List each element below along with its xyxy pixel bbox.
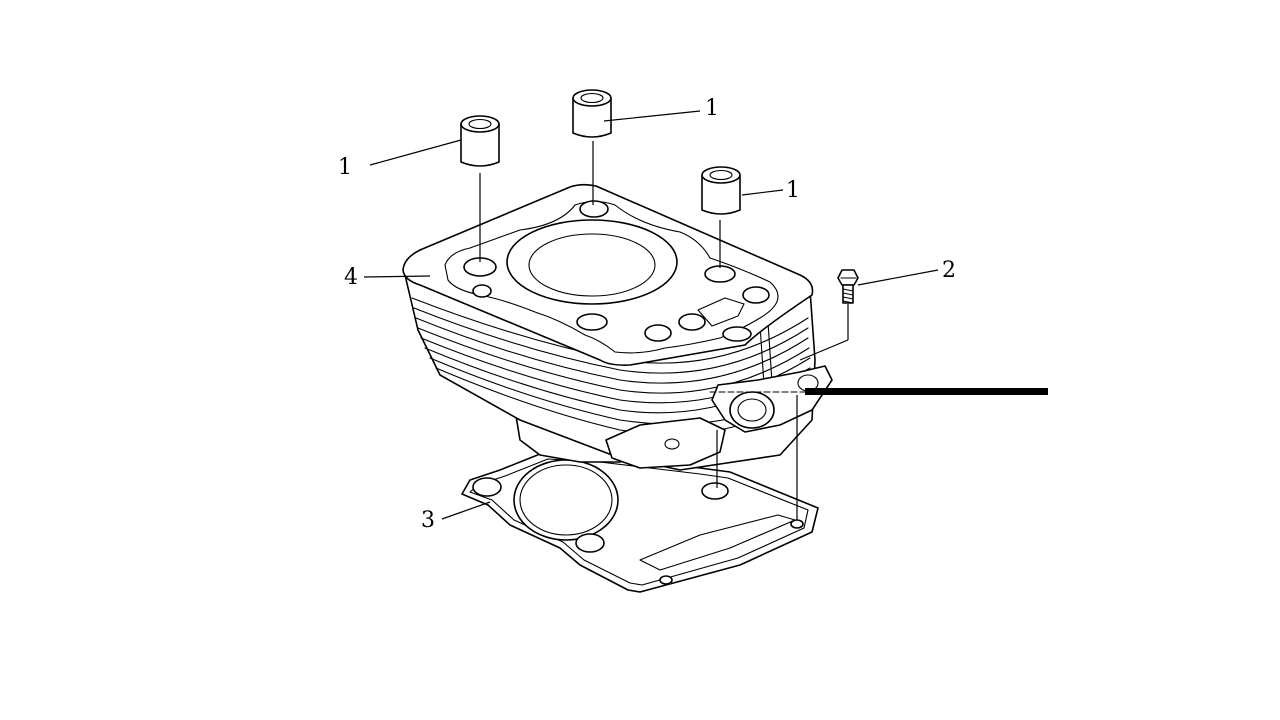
- stud-hole: [704, 265, 736, 283]
- gasket-stud-hole: [472, 477, 502, 497]
- callout-cylinder: 4: [344, 265, 358, 290]
- oil-hole: [678, 313, 706, 331]
- section-bar: [805, 388, 1048, 395]
- leader-2: [857, 269, 939, 286]
- gasket-stud-hole: [701, 482, 729, 500]
- callout-bolt: 2: [942, 258, 956, 283]
- leader-3: [441, 501, 491, 520]
- flange-bolt: [799, 269, 859, 361]
- gasket-stud-hole: [575, 533, 605, 553]
- oil-hole: [472, 284, 492, 298]
- stud-hole: [576, 313, 608, 331]
- leader-1-center: [603, 110, 701, 122]
- leader-1-right: [741, 189, 784, 196]
- callout-gasket: 3: [421, 508, 435, 533]
- dowel-pin-right: [701, 166, 741, 268]
- gasket-bore-hole: [513, 459, 619, 541]
- leader-1-left: [369, 139, 462, 166]
- callout-dowel-right: 1: [786, 178, 800, 203]
- gasket-small-hole: [659, 575, 673, 585]
- oil-hole: [722, 326, 752, 342]
- stud-hole: [579, 200, 609, 218]
- cylinder-bore: [506, 219, 678, 305]
- cylinder-block: [402, 183, 833, 471]
- callout-dowel-left: 1: [338, 155, 352, 180]
- side-port: [729, 391, 775, 429]
- cylinder-base-gasket: [461, 451, 819, 593]
- callout-dowel-center: 1: [705, 96, 719, 121]
- dowel-pin-center: [572, 89, 612, 205]
- leader-4: [363, 275, 431, 278]
- oil-hole: [644, 324, 672, 342]
- oil-hole: [742, 286, 770, 304]
- dowel-pin-left: [460, 115, 500, 262]
